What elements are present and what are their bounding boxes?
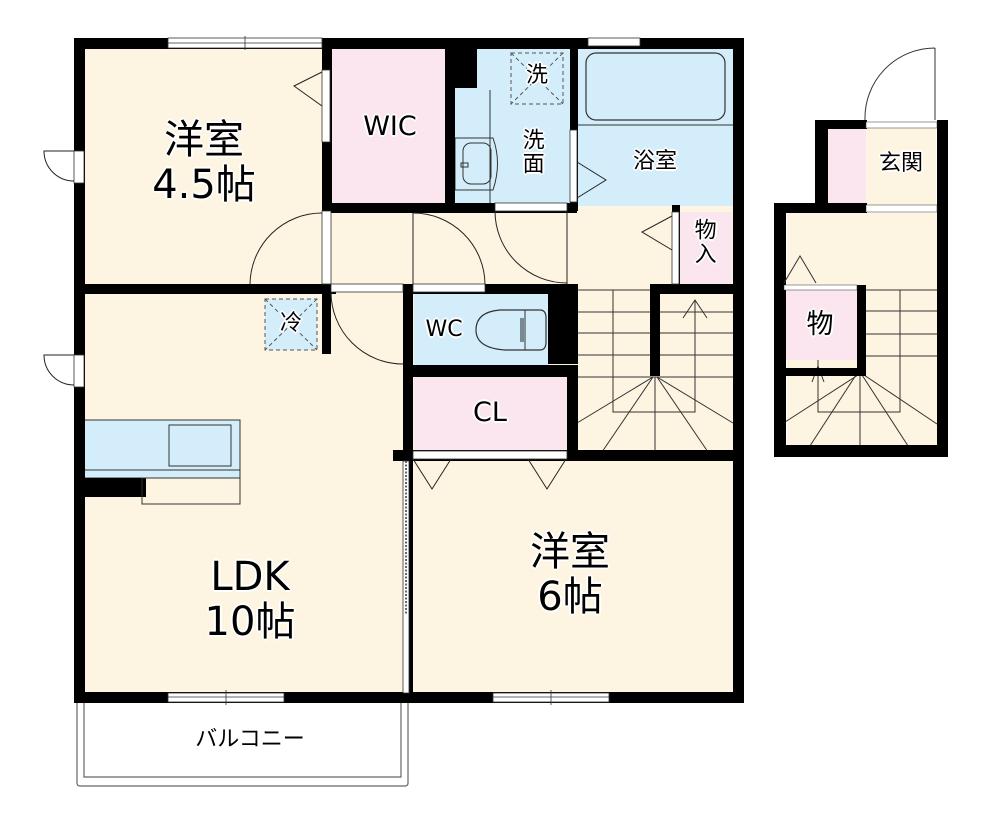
ldk-label: LDK 10帖 xyxy=(180,555,320,645)
storage-1-label: 物入 xyxy=(690,218,716,266)
entrance-label: 玄関 xyxy=(878,151,923,176)
ldk-size: 10帖 xyxy=(204,598,296,645)
bathroom-label: 浴室 xyxy=(632,149,677,174)
washer-mark: 洗 xyxy=(525,63,548,88)
washroom-label: 洗面 xyxy=(518,128,544,176)
door-swings xyxy=(43,71,673,490)
western-room-2-name: 洋室 xyxy=(530,529,610,575)
western-room-1-name: 洋室 xyxy=(164,117,244,163)
fridge-mark: 冷 xyxy=(279,311,302,336)
closet-label: CL xyxy=(473,397,507,428)
western-room-2-size: 6帖 xyxy=(537,573,603,620)
wic-label: WIC xyxy=(363,111,417,142)
balcony-outline xyxy=(76,703,409,787)
entrance-annex xyxy=(774,47,948,457)
balcony-label: バルコニー xyxy=(195,727,305,752)
western-room-1-size: 4.5帖 xyxy=(152,161,256,208)
storage-2-label: 物 xyxy=(806,309,834,340)
ldk-name: LDK xyxy=(210,554,290,600)
western-room-1-label: 洋室 4.5帖 xyxy=(134,118,274,208)
western-room-2-label: 洋室 6帖 xyxy=(500,530,640,620)
wc-label: WC xyxy=(425,317,463,342)
